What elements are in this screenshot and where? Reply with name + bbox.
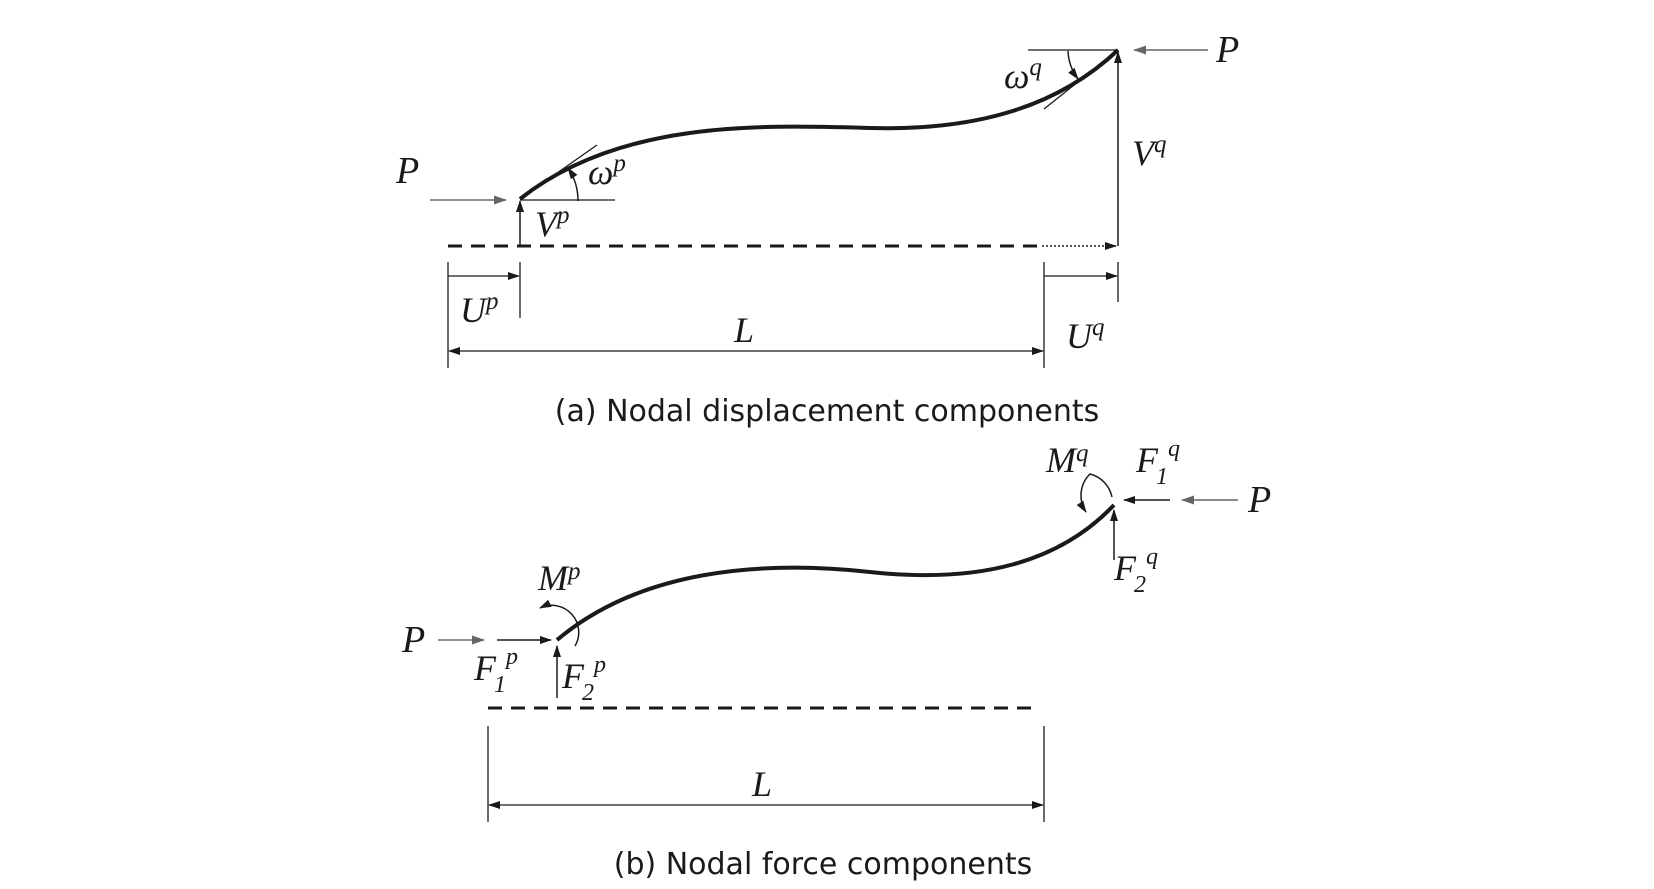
rotation-label-left-a: ωp <box>588 150 626 192</box>
rotation-label-right-a: ωq <box>1004 54 1042 96</box>
load-label-left-b: P <box>401 619 425 661</box>
panel-b-forces: P P Mp Mq F1p F2p F1q F2q L (b) Nodal fo… <box>401 436 1271 882</box>
deformed-beam-b <box>555 503 1116 642</box>
rotation-arc-right-a <box>1067 50 1079 80</box>
moment-label-right-b: Mq <box>1045 440 1089 480</box>
force-f2-label-left-b: F2p <box>561 652 606 706</box>
rotation-arc-left-a <box>567 167 579 202</box>
vertical-displacement-label-right-a: Vq <box>1132 131 1167 173</box>
moment-arc-right-b <box>1076 473 1113 513</box>
axial-displacement-label-left-a: Up <box>460 288 499 330</box>
caption-b: (b) Nodal force components <box>614 847 1033 882</box>
force-f1-label-left-b: F1p <box>473 644 518 698</box>
vertical-displacement-label-left-a: Vp <box>535 202 570 244</box>
panel-a-displacement: P P ωp ωq Vp Vq Up Uq L (a) Nodal displa… <box>395 29 1239 429</box>
force-f2-label-right-b: F2q <box>1113 544 1158 598</box>
deformed-beam-a <box>518 48 1120 201</box>
tangent-line-right-a <box>1043 49 1119 110</box>
moment-label-left-b: Mp <box>537 558 581 598</box>
load-label-left-a: P <box>395 150 419 192</box>
moment-arc-left-b <box>539 599 580 647</box>
load-label-right-a: P <box>1215 29 1239 71</box>
load-label-right-b: P <box>1247 479 1271 521</box>
tangent-line-left-a <box>519 144 598 200</box>
caption-a: (a) Nodal displacement components <box>555 394 1099 429</box>
force-f1-label-right-b: F1q <box>1135 436 1180 490</box>
axial-displacement-label-right-a: Uq <box>1066 314 1105 356</box>
length-label-a: L <box>733 310 754 350</box>
length-label-b: L <box>751 764 772 804</box>
